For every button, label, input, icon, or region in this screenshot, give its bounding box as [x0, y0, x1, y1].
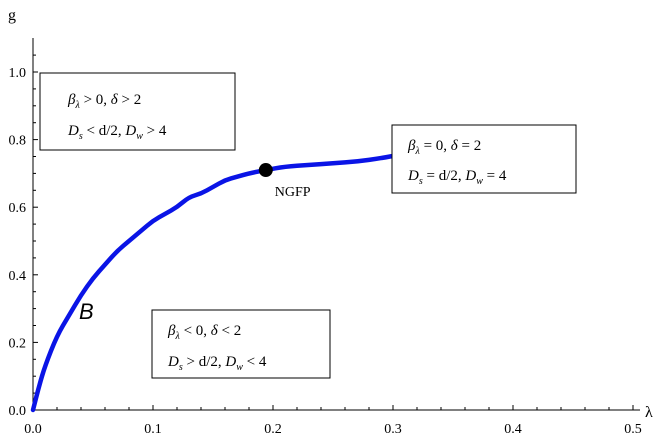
- x-axis-label: λ: [645, 404, 653, 421]
- y-tick-label: 0.0: [9, 404, 27, 419]
- annotation-upper-left: βλ > 0, δ > 2 Ds < d/2, Dw > 4: [39, 72, 236, 151]
- y-axis-label: g: [8, 7, 16, 24]
- x-tick-label: 0.3: [384, 422, 402, 437]
- x-tick-label: 0.4: [504, 422, 522, 437]
- y-tick-label: 0.4: [9, 269, 27, 284]
- x-tick-label: 0.2: [264, 422, 282, 437]
- svg-text:Ds = d/2, Dw = 4: Ds = d/2, Dw = 4: [407, 168, 507, 187]
- x-tick-label: 0.1: [144, 422, 162, 437]
- y-tick-label: 0.2: [9, 336, 27, 351]
- y-tick-label: 0.6: [9, 201, 27, 216]
- y-tick-label: 0.8: [9, 134, 27, 149]
- x-tick-label: 0.0: [24, 422, 42, 437]
- annotation-right: βλ = 0, δ = 2 Ds = d/2, Dw = 4: [391, 124, 577, 194]
- series-line-b: [30, 152, 402, 413]
- axis-ticks: [32, 54, 634, 411]
- curve-label-b: B: [79, 299, 94, 324]
- svg-text:βλ = 0, δ = 2: βλ = 0, δ = 2: [407, 138, 481, 157]
- ngfp-point: [258, 163, 273, 178]
- svg-text:βλ > 0, δ > 2: βλ > 0, δ > 2: [67, 92, 141, 111]
- x-tick-label: 0.5: [624, 422, 642, 437]
- y-tick-label: 1.0: [9, 66, 27, 81]
- svg-text:βλ < 0, δ < 2: βλ < 0, δ < 2: [167, 323, 241, 342]
- annotation-lower: βλ < 0, δ < 2 Ds > d/2, Dw < 4: [151, 309, 331, 379]
- axis-tick-labels: 0.0 0.1 0.2 0.3 0.4 0.5 0.0 0.2 0.4 0.6 0.8 1.0: [9, 66, 642, 437]
- svg-text:Ds > d/2, Dw < 4: Ds > d/2, Dw < 4: [167, 354, 267, 373]
- ngfp-label: NGFP: [275, 185, 311, 200]
- svg-text:Ds < d/2, Dw > 4: Ds < d/2, Dw > 4: [67, 123, 167, 142]
